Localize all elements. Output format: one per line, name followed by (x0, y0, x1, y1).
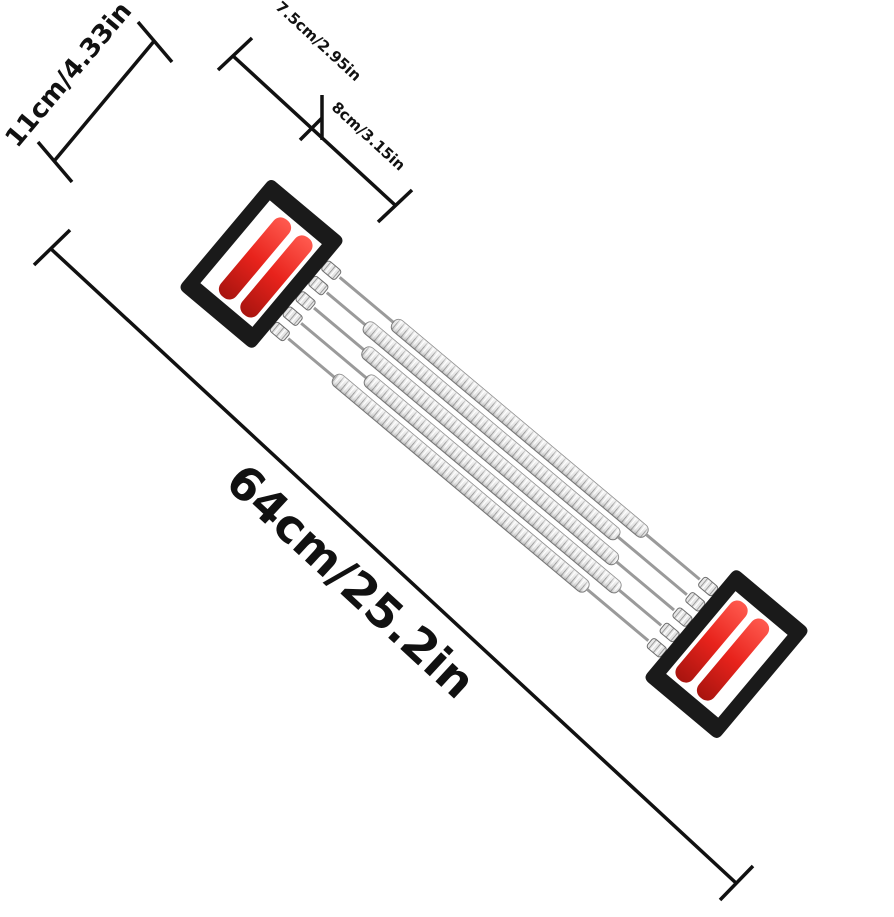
attachment-springs (269, 260, 342, 342)
dimension-handle-width: 11cm/4.33in (0, 0, 174, 184)
spring (313, 306, 675, 612)
handle-right (645, 570, 808, 738)
spring-bundle (287, 276, 701, 642)
grip (240, 235, 313, 318)
dimension-grip-spacing-outer: 7.5cm/2.95in (216, 0, 414, 224)
spring (325, 291, 688, 596)
spring (300, 322, 663, 627)
handle-width-label: 11cm/4.33in (0, 0, 138, 153)
grip-spacing-inner-label: 8cm/3.15in (328, 98, 409, 174)
overall-length-label: 64cm/25.2in (216, 453, 486, 709)
grip (218, 217, 292, 300)
handle-left (180, 180, 343, 348)
handle-frame (645, 570, 808, 738)
spring (338, 276, 701, 581)
grip-spacing-outer-label: 7.5cm/2.95in (272, 0, 365, 85)
chest-expander (180, 180, 808, 738)
spring (287, 337, 650, 642)
grip (675, 600, 748, 683)
handle-frame (180, 180, 343, 348)
grip (696, 618, 770, 701)
